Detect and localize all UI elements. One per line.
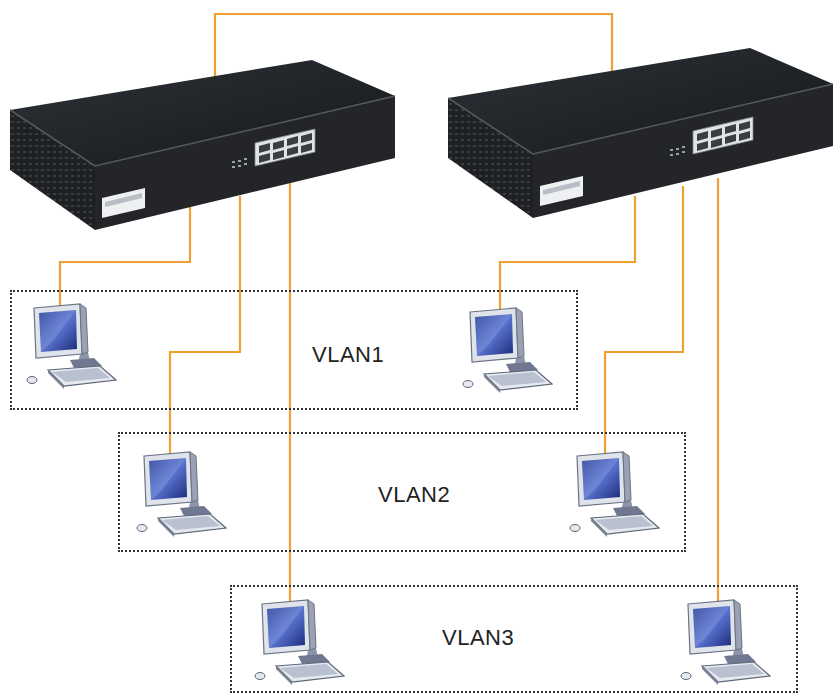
computer xyxy=(681,600,770,685)
computer xyxy=(570,452,659,537)
vlan-group: VLAN1 xyxy=(10,290,578,410)
computer xyxy=(137,452,226,537)
computer xyxy=(27,304,116,389)
computer xyxy=(463,308,552,393)
vlan-group: VLAN2 xyxy=(118,432,686,552)
vlan-group: VLAN3 xyxy=(230,585,798,693)
vlan-label: VLAN1 xyxy=(312,342,384,368)
vlan-label: VLAN3 xyxy=(442,625,514,651)
vlan-label: VLAN2 xyxy=(378,482,450,508)
computer xyxy=(255,600,344,685)
switch xyxy=(448,48,833,218)
switch xyxy=(10,60,395,230)
